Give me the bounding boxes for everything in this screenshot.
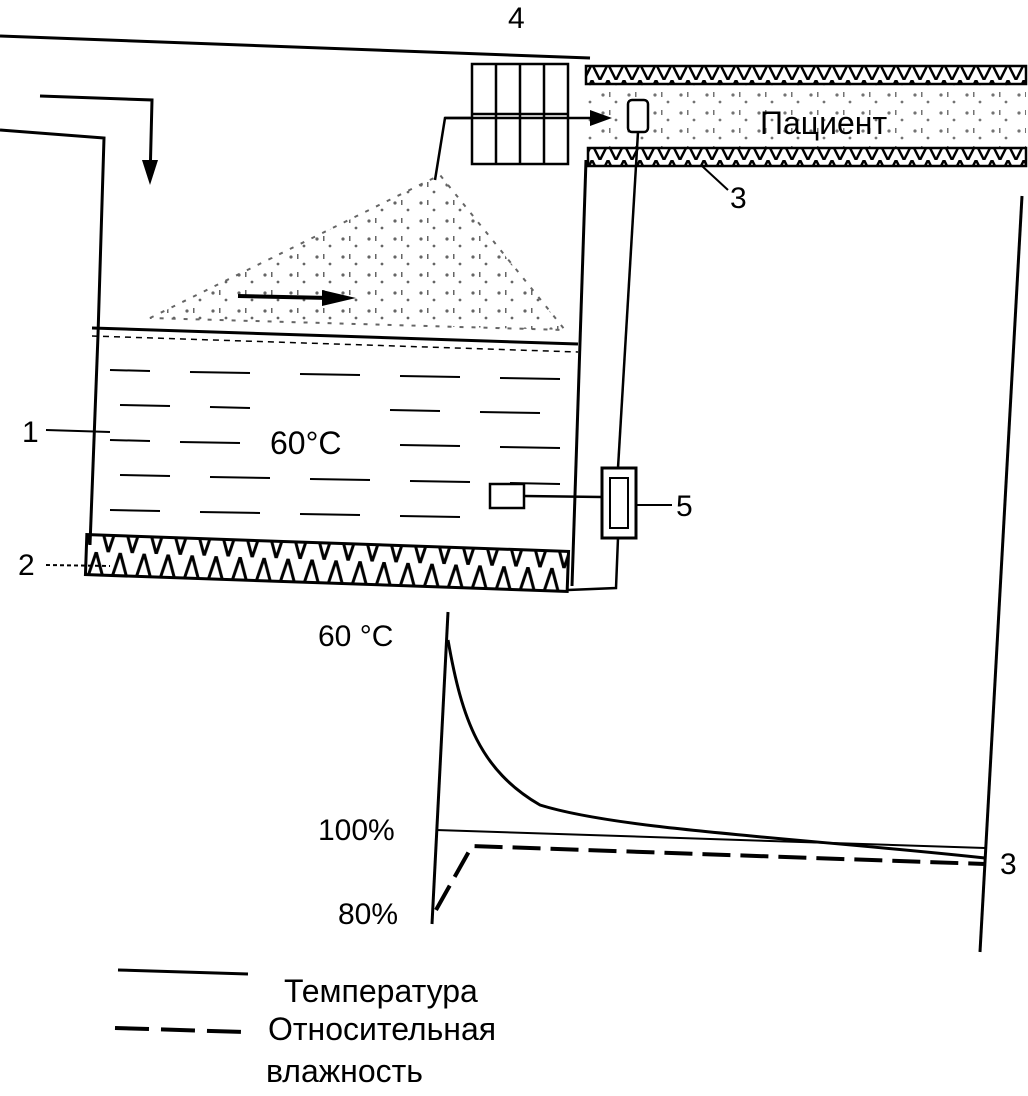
vapor-flow-arrow <box>237 294 331 300</box>
sensor-wire <box>616 131 640 469</box>
graph-80-label: 80% <box>338 898 398 931</box>
callout-3-top: 3 <box>730 182 747 215</box>
temperature-curve <box>446 639 986 860</box>
vapor-flow-arrow-head <box>322 290 356 306</box>
hundred-percent-line <box>435 829 986 849</box>
legend-humidity-label-line2: влажность <box>266 1053 423 1089</box>
callout-2: 2 <box>18 549 35 582</box>
callout-1: 1 <box>22 416 39 449</box>
patient-tube-insulation-top <box>584 64 1028 86</box>
tube-temperature-sensor <box>626 98 650 134</box>
callout-1-leader <box>45 429 111 433</box>
patient-tube-insulation-bottom <box>586 146 1028 168</box>
water-reservoir <box>88 326 579 546</box>
callout-3-right: 3 <box>1000 848 1017 881</box>
callout-5: 5 <box>676 490 693 523</box>
legend-temperature-line <box>117 968 249 976</box>
probe-wire <box>523 494 603 499</box>
chamber-right-wall <box>570 159 588 587</box>
callout-2-leader <box>45 564 111 567</box>
heater-plate <box>83 533 571 593</box>
graph-100-label: 100% <box>318 814 395 847</box>
water-temperature-label: 60°C <box>270 425 342 461</box>
humidity-curve <box>434 843 986 911</box>
filter-grid <box>470 62 570 166</box>
patient-label: Пациент <box>760 105 887 141</box>
controller-unit <box>600 466 638 540</box>
vapor-plume <box>149 173 568 332</box>
graph-left-axis <box>430 611 450 925</box>
patient-tube-interior <box>588 84 1026 148</box>
legend-humidity-label-line1: Относительная <box>268 1011 496 1047</box>
inlet-pipe <box>0 128 106 336</box>
graph-temperature-label: 60 °C <box>318 620 393 653</box>
tube-length-line <box>978 195 1024 953</box>
outlet-pipe <box>433 116 472 181</box>
callout-4: 4 <box>508 2 525 35</box>
gas-supply-line <box>0 34 591 60</box>
flow-arrow-down-head <box>142 160 158 185</box>
callout-3-top-leader <box>701 165 729 191</box>
heater-power-wire <box>567 537 620 592</box>
water-temperature-probe <box>488 482 526 510</box>
flow-arrow-down <box>39 94 154 181</box>
legend-temperature-label: Температура <box>284 973 478 1009</box>
legend-humidity-line <box>114 1026 246 1034</box>
